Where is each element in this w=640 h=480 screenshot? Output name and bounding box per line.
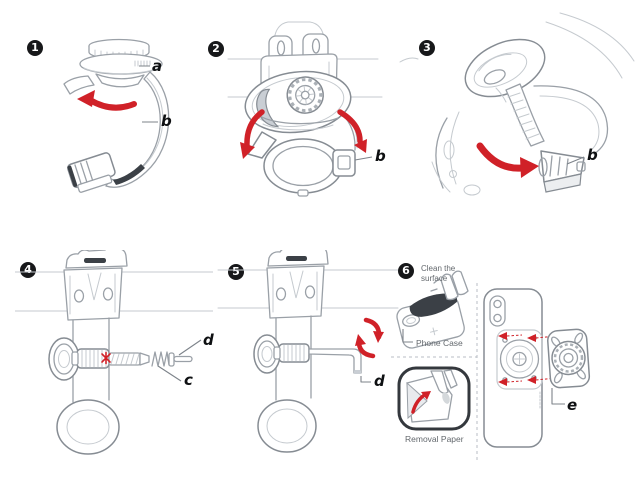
part-label-c: c — [184, 371, 193, 389]
rotate-left-arrow-icon — [77, 90, 137, 111]
hex-key — [308, 348, 362, 374]
finger — [451, 270, 469, 296]
printed-mount-outline — [496, 329, 543, 390]
lever-tip — [247, 131, 277, 159]
finger — [440, 273, 459, 301]
panel-divider-lines — [391, 283, 478, 462]
swing-down-right-arrow-icon — [337, 109, 367, 153]
mount-head — [63, 38, 163, 95]
step-1-number-badge: 1 — [27, 40, 43, 56]
step-6-number-badge: 6 — [398, 263, 414, 279]
cleaning-cloth — [409, 293, 458, 317]
frame-sketch — [399, 12, 635, 196]
step-3-illustration — [399, 12, 635, 196]
phone-back — [483, 288, 557, 448]
step-4-illustration — [15, 250, 213, 455]
peel-arrow-icon — [421, 391, 431, 400]
step-5-number-badge: 5 — [228, 264, 244, 280]
step-2-number-badge: 2 — [208, 41, 224, 57]
alignment-arrows-icon — [498, 332, 557, 386]
part-label-d: d — [374, 372, 385, 390]
part-label-b: b — [375, 147, 386, 165]
step-6-illustration — [391, 270, 591, 462]
adjuster-screw — [71, 348, 150, 369]
mount-base-edge — [259, 115, 339, 125]
finger — [443, 369, 458, 389]
leader-lines — [157, 339, 202, 382]
mount-boss — [253, 334, 281, 374]
leader-line — [566, 156, 585, 165]
part-label-e: e — [567, 396, 578, 414]
stem-front — [63, 250, 128, 321]
head-tube-cup — [56, 399, 120, 455]
ribbed-strap — [505, 83, 545, 147]
removal-paper-label: Removal Paper — [405, 434, 464, 444]
spring-and-rod — [151, 351, 193, 367]
leader-lines — [139, 65, 158, 123]
step-3-number-badge: 3 — [419, 40, 435, 56]
step-2-illustration — [227, 21, 383, 197]
alignment-mark-icon — [101, 351, 111, 365]
phone-case-label: Phone Case — [416, 338, 463, 348]
step-5-illustration — [217, 250, 399, 453]
swing-down-left-arrow-icon — [240, 109, 265, 159]
part-label-d: d — [203, 331, 214, 349]
adhesive-plate — [547, 328, 591, 389]
clean-surface-illustration — [396, 270, 469, 349]
step-1-illustration — [63, 38, 170, 193]
head-tube-cup — [257, 399, 317, 453]
step-4-number-badge: 4 — [20, 262, 36, 278]
mount-body — [244, 70, 352, 134]
removal-paper-panel — [397, 366, 471, 431]
leader-line — [360, 376, 371, 383]
buckle — [538, 150, 586, 193]
part-label-b: b — [587, 146, 598, 164]
leader-line — [354, 156, 373, 161]
insert-arrow-icon — [476, 142, 539, 178]
part-label-b: b — [161, 112, 172, 130]
strap-buckle-end — [67, 152, 116, 193]
part-label-a: a — [152, 57, 163, 75]
clean-surface-note: Clean the surface — [421, 264, 456, 283]
rotate-clockwise-arrow-icon — [355, 317, 384, 359]
stem-front — [266, 250, 329, 319]
phone-case-bracket — [402, 329, 413, 343]
leader-line — [551, 388, 565, 405]
